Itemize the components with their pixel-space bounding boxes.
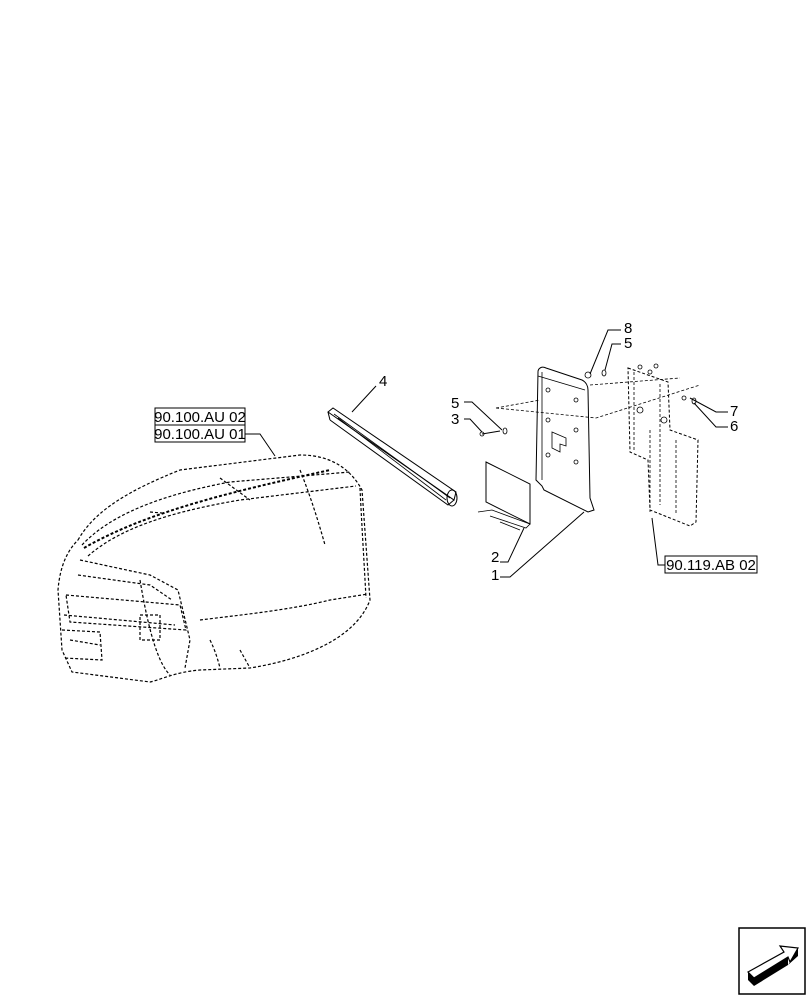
leader-line [245,433,276,457]
part-1-mounting-panel [535,366,595,513]
leader-line [604,343,621,371]
leader-line [651,517,665,566]
leader-line [464,418,483,433]
part-4-seal-strip [327,407,458,507]
leader-line [693,402,728,428]
next-page-arrow-icon[interactable] [738,927,806,995]
callout-1: 1 [491,567,499,584]
callout-7: 7 [730,403,738,420]
fasteners [479,364,697,437]
alignment-lines [495,377,701,419]
callout-8: 8 [624,320,632,337]
leader-line [500,527,525,563]
leader-line [500,511,585,578]
callout-2: 2 [491,549,499,566]
reference-label: 90.119.AB 02 [666,557,756,574]
callout-6: 6 [730,418,738,435]
reference-90-100-au-02[interactable]: 90.100.AU 02 [154,407,246,426]
part-2-cover-plate [477,461,531,531]
leader-line [351,385,377,413]
leader-line [589,329,621,375]
leader-line [464,401,503,431]
callout-5-left: 5 [451,395,459,412]
reference-90-119-ab-02[interactable]: 90.119.AB 02 [664,555,758,574]
callout-4: 4 [379,373,387,390]
leader-line [689,397,728,413]
callout-3: 3 [451,411,459,428]
reference-90-100-au-01[interactable]: 90.100.AU 01 [154,424,246,443]
reference-label: 90.100.AU 02 [154,409,246,426]
hood-assembly [57,454,371,683]
bracket-assembly [627,363,699,527]
callout-5: 5 [624,335,632,352]
reference-label: 90.100.AU 01 [154,426,246,443]
